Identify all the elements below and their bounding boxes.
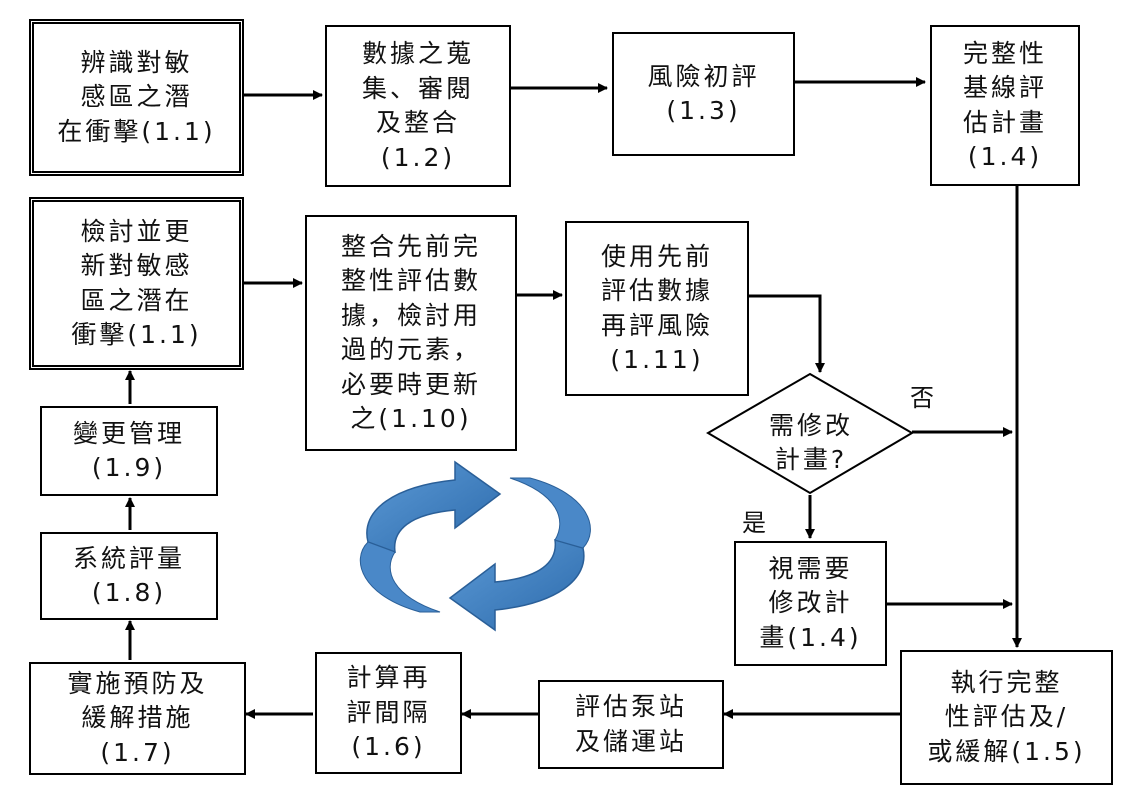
cycle-arrow-right-arc-icon xyxy=(509,477,591,549)
box-integrate-data-text: 整合先前完 整性評估數 據，檢討用 過的元素， 必要時更新 之(1.10) xyxy=(340,231,481,434)
box-reassess-risk-text: 使用先前 評估數據 再評風險 (1.11) xyxy=(600,241,713,375)
arrow-1_11-to-decision xyxy=(749,294,825,373)
box-review-impact: 檢討並更 新對敏感 區之潛在 衝擊(1.1) xyxy=(29,197,244,370)
box-baseline-plan: 完整性 基線評 估計畫 (1.4) xyxy=(930,25,1080,186)
box-data-gathering: 數據之蒐 集、審閱 及整合 (1.2) xyxy=(325,25,511,187)
box-revise-plan-text: 視需要 修改計 畫(1.4) xyxy=(759,553,862,652)
cycle-arrow-left-arc-icon xyxy=(359,541,441,613)
box-prevention-mitigation: 實施預防及 緩解措施 (1.7) xyxy=(29,662,246,775)
box-identify-impact-text: 辨識對敏 感區之潛 在衝擊(1.1) xyxy=(57,47,216,146)
box-system-evaluation: 系統評量 (1.8) xyxy=(40,532,218,620)
box-system-evaluation-text: 系統評量 (1.8) xyxy=(72,543,185,608)
box-change-management-text: 變更管理 (1.9) xyxy=(72,418,185,483)
box-data-gathering-text: 數據之蒐 集、審閱 及整合 (1.2) xyxy=(361,39,474,172)
decision-text: 需修改 計畫? xyxy=(768,410,853,475)
box-identify-impact: 辨識對敏 感區之潛 在衝擊(1.1) xyxy=(29,19,244,176)
label-no: 否 xyxy=(910,384,934,412)
box-baseline-plan-text: 完整性 基線評 估計畫 (1.4) xyxy=(962,38,1047,172)
box-pump-station: 評估泵站 及儲運站 xyxy=(538,680,724,769)
box-change-management: 變更管理 (1.9) xyxy=(40,406,218,496)
box-integrate-data: 整合先前完 整性評估數 據，檢討用 過的元素， 必要時更新 之(1.10) xyxy=(305,215,517,451)
box-review-impact-text: 檢討並更 新對敏感 區之潛在 衝擊(1.1) xyxy=(71,216,202,350)
box-pump-station-text: 評估泵站 及儲運站 xyxy=(574,692,687,756)
box-perform-assessment: 執行完整 性評估及/ 或緩解(1.5) xyxy=(900,650,1113,785)
cycle-arrow-upper-icon xyxy=(366,460,502,554)
box-reassessment-interval-text: 計算再 評間隔 (1.6) xyxy=(346,663,431,762)
box-perform-assessment-text: 執行完整 性評估及/ 或緩解(1.5) xyxy=(927,667,1086,766)
decision-diamond xyxy=(706,372,914,495)
box-prevention-mitigation-text: 實施預防及 緩解措施 (1.7) xyxy=(67,668,208,767)
box-reassess-risk: 使用先前 評估數據 再評風險 (1.11) xyxy=(565,221,749,396)
box-initial-risk-text: 風險初評 (1.3) xyxy=(647,61,760,126)
box-initial-risk: 風險初評 (1.3) xyxy=(612,32,795,156)
box-revise-plan: 視需要 修改計 畫(1.4) xyxy=(734,541,887,666)
cycle-arrow-lower-icon xyxy=(448,538,585,632)
cycle-arrows-icon xyxy=(359,460,591,632)
box-reassessment-interval: 計算再 評間隔 (1.6) xyxy=(315,652,462,774)
label-yes: 是 xyxy=(742,509,766,537)
